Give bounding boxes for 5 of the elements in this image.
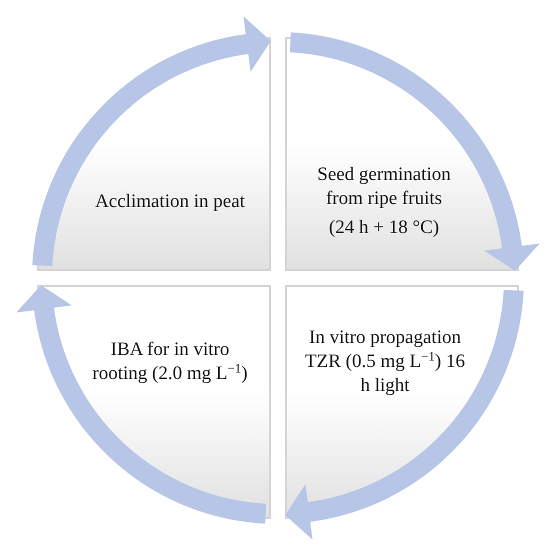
step-label: In vitro propagation TZR (0.5 mg L$^{−1}$) 16 h light [304, 326, 466, 398]
step-label: IBA for in vitro rooting (2.0 mg L$^{−1}$) [91, 338, 249, 386]
step-label: Acclimation in peat [94, 190, 246, 214]
step-label: (24 h + 18 °C) [328, 216, 440, 240]
step-label: Seed germination from ripe fruits [316, 163, 452, 211]
